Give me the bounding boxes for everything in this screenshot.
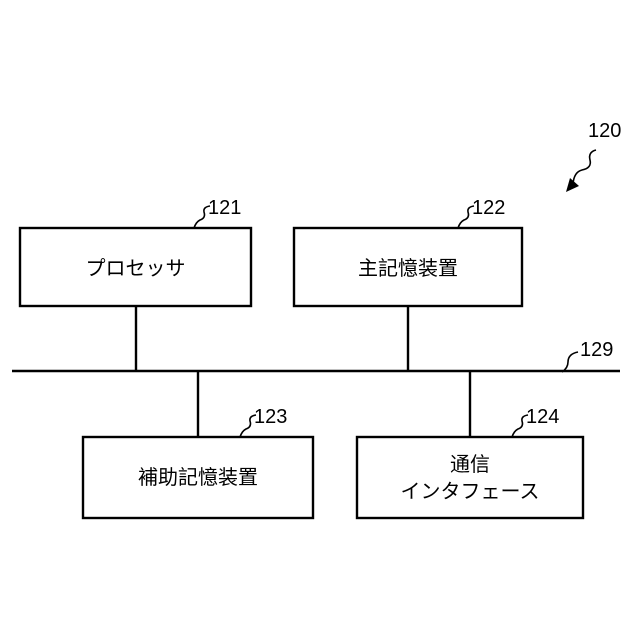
figure-label: 120 xyxy=(588,120,621,142)
communication-interface-label-line-1: 通信 xyxy=(450,452,490,476)
main-memory-ref-label: 122 xyxy=(472,197,505,219)
main-memory-label: 主記憶装置 xyxy=(358,256,458,280)
bus-leader xyxy=(562,352,578,372)
figure-arrow-stem xyxy=(573,150,596,184)
processor-label: プロセッサ xyxy=(86,256,186,280)
figure-arrow-head xyxy=(566,178,579,192)
processor-ref-label: 121 xyxy=(208,197,241,219)
auxiliary-storage-label: 補助記憶装置 xyxy=(138,465,258,489)
bus-ref-label: 129 xyxy=(580,339,613,361)
communication-interface-block xyxy=(357,437,583,518)
communication-interface-label-line-2: インタフェース xyxy=(401,479,540,503)
communication-interface-ref-label: 124 xyxy=(526,406,559,428)
auxiliary-storage-ref-label: 123 xyxy=(254,406,287,428)
